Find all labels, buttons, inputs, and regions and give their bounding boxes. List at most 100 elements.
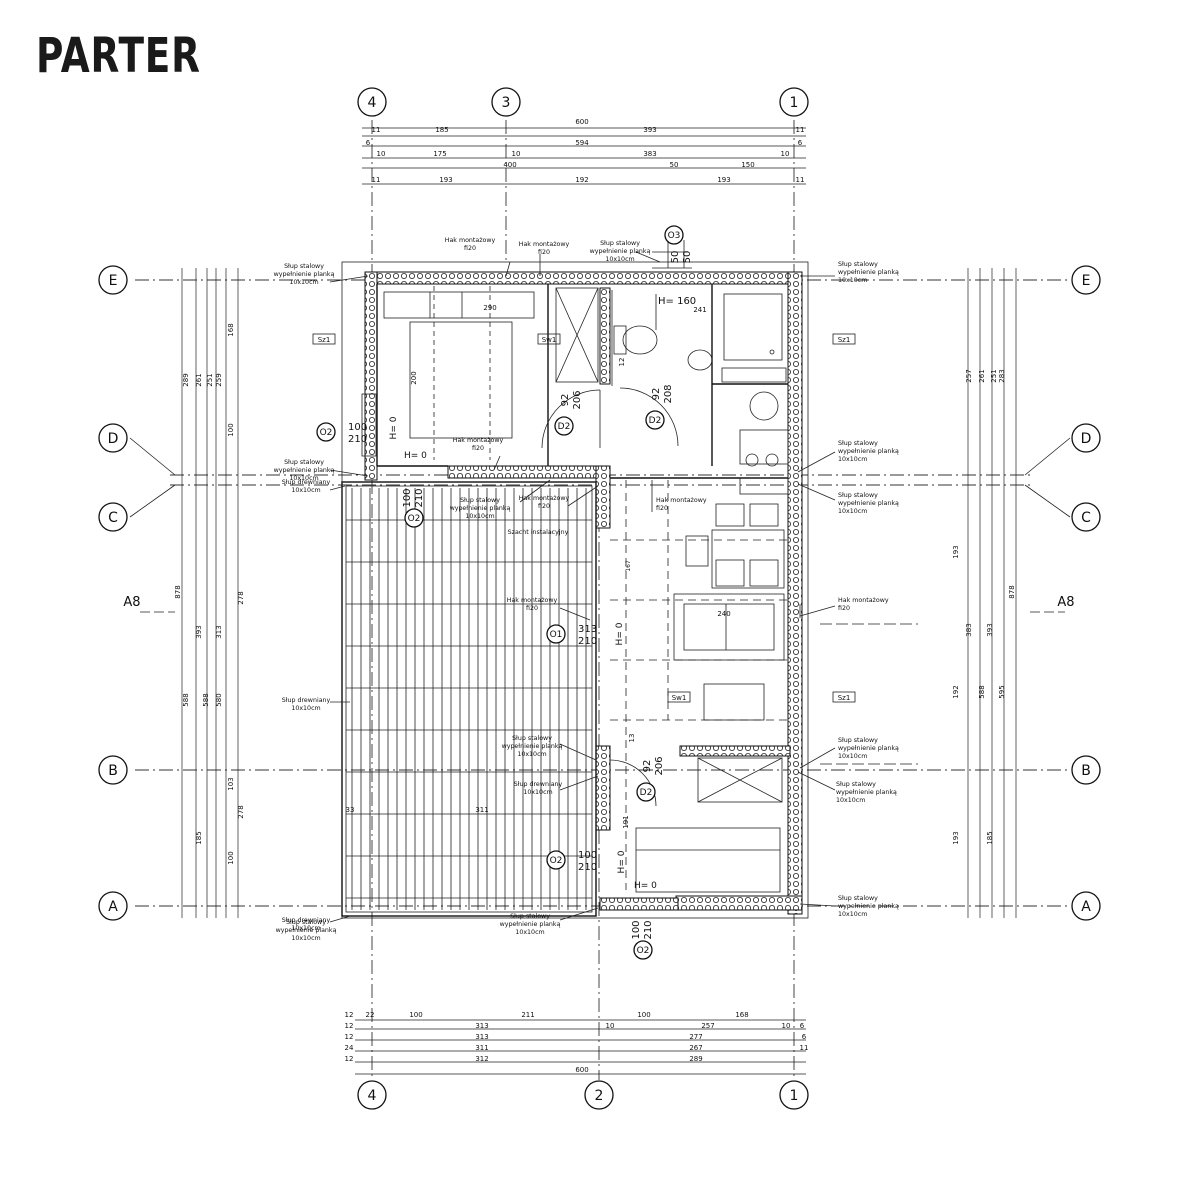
tag-sz1-right-top-box [832,333,856,345]
callout-c18: wypełnienie planką [838,745,899,752]
opening-o2b: O2 [408,514,421,524]
dim-right: 878 [1008,585,1016,598]
bed-icon [409,321,513,439]
callout-c21: 10x10cm [291,935,320,942]
dim-left: 251 [206,373,214,386]
dim-top: 400 [503,161,516,169]
opening-o2d-height: 210 [643,920,654,939]
axis-top-1: 1 [790,95,799,111]
callout-c20: Słup stalowy [836,781,876,788]
opening-o1-width: 313 [578,624,597,635]
dim-right: 393 [986,623,994,636]
callout-c20: 10x10cm [836,797,865,804]
inner-dim-167: 167 [625,560,632,572]
inner-dim-240: 240 [717,610,730,618]
dim-top: 193 [717,176,730,184]
dim-right: 192 [952,685,960,698]
axis-bottom-1-circle [779,1080,809,1110]
dim-left: 100 [227,851,235,864]
callout-c10: fi20 [538,503,550,510]
dim-bottom: 312 [475,1055,488,1063]
callout-c20b: wypełnienie planką [500,921,561,928]
opening-d2c-height: 206 [654,756,665,775]
building-walls [341,261,809,919]
inner-dim-241: 241 [693,306,706,314]
callout-c4: Słup stalowy [600,240,640,247]
callout-c12: Słup stalowy [838,492,878,499]
opening-o2a: O2 [320,428,333,438]
dim-left: 580 [215,693,223,706]
hob-icon [745,453,759,467]
callout-c19: 10x10cm [523,789,552,796]
toilet-icon [622,325,658,355]
axis-right-E: E [1082,273,1091,289]
axis-right-C: C [1081,510,1091,526]
dim-right: 193 [952,545,960,558]
level-h0e: H= 0 [634,881,657,891]
callout-c14: Słup drewniany [282,697,331,704]
opening-o2d: O2 [637,946,650,956]
dim-left: 261 [195,373,203,386]
dim-bottom: 11 [800,1044,809,1052]
callout-c3: fi20 [538,249,550,256]
opening-o1-circle [546,624,566,644]
dim-top: 192 [575,176,588,184]
tag-sw1-top-box [537,333,561,345]
inner-dim-12: 12 [618,358,626,367]
inner-dim-311: 311 [475,806,488,814]
callout-c18: 10x10cm [838,753,867,760]
axis-left-B: B [108,763,118,779]
opening-o2a-height: 210 [348,434,367,445]
dim-right: 383 [965,623,973,636]
callout-c4: wypełnienie planką [590,248,651,255]
opening-o2b-circle [404,508,424,528]
dim-bottom: 267 [689,1044,702,1052]
dim-bottom: 12 [345,1055,354,1063]
shower-icon [555,287,599,383]
dim-left: 100 [227,423,235,436]
opening-o2d-circle [633,940,653,960]
callout-c12: 10x10cm [838,508,867,515]
callout-c7: 10x10cm [289,475,318,482]
axis-left-D: D [108,431,119,447]
callout-c21b: 10x10cm [838,911,867,918]
dim-top: 10 [377,150,386,158]
dim-top: 383 [643,150,656,158]
callout-c11: wypełnienie planką [838,448,899,455]
dim-top: 10 [781,150,790,158]
inner-dim-33: 33 [346,806,355,814]
level-h0c: H= 0 [615,622,625,645]
tag-sw1-top: Sw1 [542,336,557,344]
coffee-table-icon [703,683,765,721]
callout-c20b: Słup stalowy [510,913,550,920]
callout-c4: 10x10cm [605,256,634,263]
callout-c19b: Słup drewniany [282,917,331,924]
callout-c17: Słup stalowy [512,735,552,742]
tag-sz1-right-top: Sz1 [838,336,851,344]
dim-bottom: 24 [345,1044,354,1052]
dim-bottom: 12 [345,1011,354,1019]
callout-c15: fi20 [526,605,538,612]
dim-top: 594 [575,139,589,147]
dim-right: 283 [998,369,1006,382]
dim-right: 588 [978,685,986,698]
dim-right: 257 [965,369,973,382]
leader-lines [329,251,836,923]
callout-c1: 10x10cm [289,279,318,286]
axis-right-A-circle [1071,891,1101,921]
opening-o2c: O2 [550,856,563,866]
callout-c20b: 10x10cm [515,929,544,936]
callout-c9: 10x10cm [465,513,494,520]
dim-bottom: 277 [689,1033,702,1041]
grid-lines [129,120,1071,1080]
dim-right: 185 [986,831,994,844]
axis-left-D-circle [98,423,128,453]
axis-right-B: B [1081,763,1091,779]
callout-c9: Słup stalowy [460,497,500,504]
callout-c2: Hak montażowy [445,237,496,244]
opening-d2a-width: 92 [560,394,571,407]
dim-top: 11 [796,176,805,184]
opening-d2a-height: 206 [572,390,583,409]
dim-left: 588 [202,693,210,706]
